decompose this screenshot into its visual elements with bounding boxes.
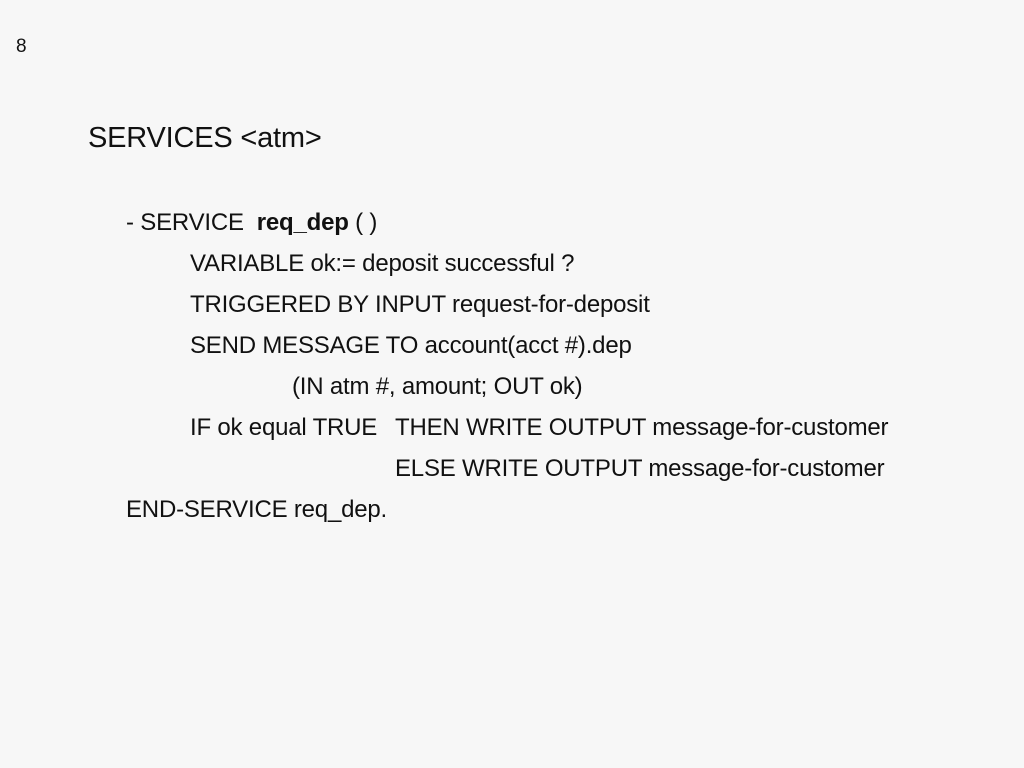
- send-message-line: SEND MESSAGE TO account(acct #).dep: [190, 332, 632, 359]
- service-name: req_dep: [256, 209, 349, 236]
- slide-title: SERVICES <atm>: [88, 122, 322, 154]
- page-number: 8: [16, 36, 27, 57]
- service-prefix: - SERVICE: [126, 209, 244, 236]
- service-params: ( ): [355, 209, 378, 236]
- then-clause: THEN WRITE OUTPUT message-for-customer: [395, 414, 889, 441]
- end-service-line: END-SERVICE req_dep.: [126, 496, 388, 523]
- if-condition: IF ok equal TRUE: [190, 414, 378, 441]
- triggered-line: TRIGGERED BY INPUT request-for-deposit: [190, 291, 650, 318]
- service-header: - SERVICE req_dep ( ): [126, 209, 377, 237]
- else-clause: ELSE WRITE OUTPUT message-for-customer: [395, 455, 885, 482]
- variable-line: VARIABLE ok:= deposit successful ?: [190, 250, 575, 277]
- message-args-line: (IN atm #, amount; OUT ok): [292, 373, 583, 400]
